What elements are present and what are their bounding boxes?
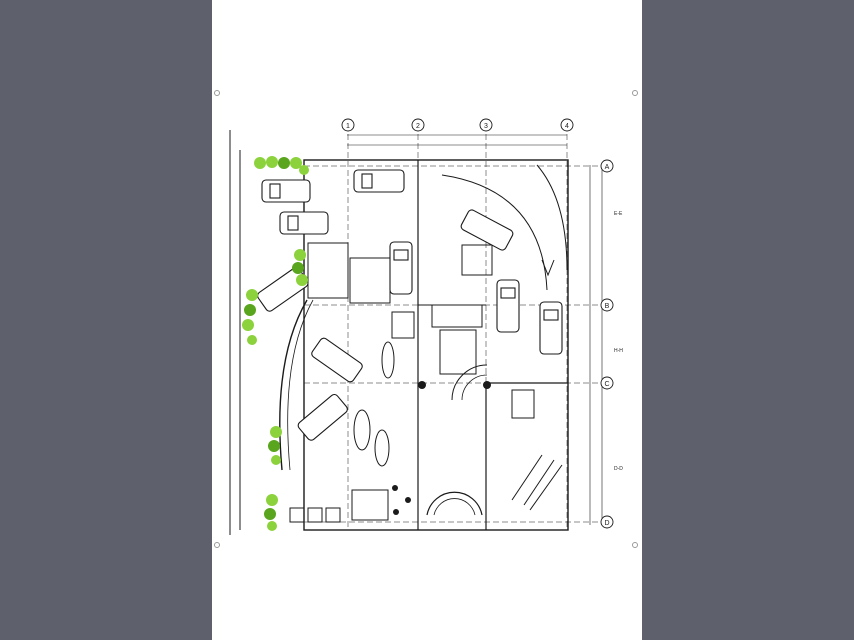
stall: [307, 507, 323, 523]
grid-label-4: 4: [565, 123, 569, 130]
stair-core: [439, 329, 477, 375]
crop-mark-top-right: [632, 90, 638, 96]
grid-label-A: A: [605, 164, 610, 171]
grid-label-C: C: [604, 381, 609, 388]
document-sheet: 1 2 3 4 A B C D E-E H-H D-D: [212, 0, 642, 640]
grid-bubble-D: [600, 515, 614, 529]
column-marker: [405, 497, 411, 503]
display-stall: [523, 459, 555, 506]
service-room: [349, 257, 391, 304]
service-room: [307, 242, 349, 299]
stall: [325, 507, 341, 523]
column-marker: [483, 381, 491, 389]
office-room: [351, 489, 389, 521]
grid-bubble-4: [560, 118, 574, 132]
grid-bubble-3: [479, 118, 493, 132]
restroom: [461, 244, 493, 276]
column-marker: [393, 509, 399, 515]
ramp-curve: [441, 174, 548, 291]
grid-bubble-B: [600, 298, 614, 312]
grid-label-3: 3: [484, 123, 488, 130]
stall: [289, 507, 305, 523]
vehicle-1: [261, 179, 311, 203]
vehicle-5: [257, 267, 309, 312]
landscaping: [242, 156, 309, 531]
display-stall: [511, 454, 543, 501]
vehicle-8: [460, 209, 514, 251]
vehicle-2: [279, 211, 329, 235]
grid-label-2: 2: [416, 123, 420, 130]
elevator-core: [431, 304, 483, 328]
grid-bubble-2: [411, 118, 425, 132]
crop-mark-bottom-left: [214, 542, 220, 548]
floor-plan-drawing: 1 2 3 4 A B C D E-E H-H D-D: [229, 118, 623, 535]
grid-bubble-1: [341, 118, 355, 132]
ramp-curve: [536, 164, 568, 271]
display-platform: [374, 429, 390, 467]
vehicle-4: [389, 241, 413, 295]
curved-stair: [461, 374, 488, 401]
meeting-table: [511, 389, 535, 419]
outer-wall: [303, 159, 569, 531]
column-marker: [392, 485, 398, 491]
curved-facade: [279, 299, 308, 471]
crop-mark-top-left: [214, 90, 220, 96]
reception-desk: [426, 491, 483, 516]
grid-bubble-A: [600, 159, 614, 173]
section-label-H: H-H: [614, 348, 623, 354]
reception-desk: [433, 498, 476, 516]
section-label-E: E-E: [614, 211, 623, 217]
curved-stair: [451, 364, 488, 401]
vehicle-10: [539, 301, 563, 355]
ramp-arrow: [541, 259, 555, 277]
section-label-D: D-D: [614, 466, 623, 472]
display-platform: [353, 409, 371, 451]
vehicle-6: [311, 337, 363, 383]
grid-bubble-C: [600, 376, 614, 390]
display-platform: [381, 341, 395, 379]
vehicle-9: [496, 279, 520, 333]
grid-label-1: 1: [346, 123, 350, 130]
vehicle-7: [297, 393, 348, 441]
display-stall: [529, 464, 563, 511]
stair: [391, 311, 415, 339]
curved-facade: [287, 299, 314, 471]
vehicle-3: [353, 169, 405, 193]
grid-label-D: D: [604, 520, 609, 527]
grid-label-B: B: [605, 303, 610, 310]
column-marker: [418, 381, 426, 389]
crop-mark-bottom-right: [632, 542, 638, 548]
